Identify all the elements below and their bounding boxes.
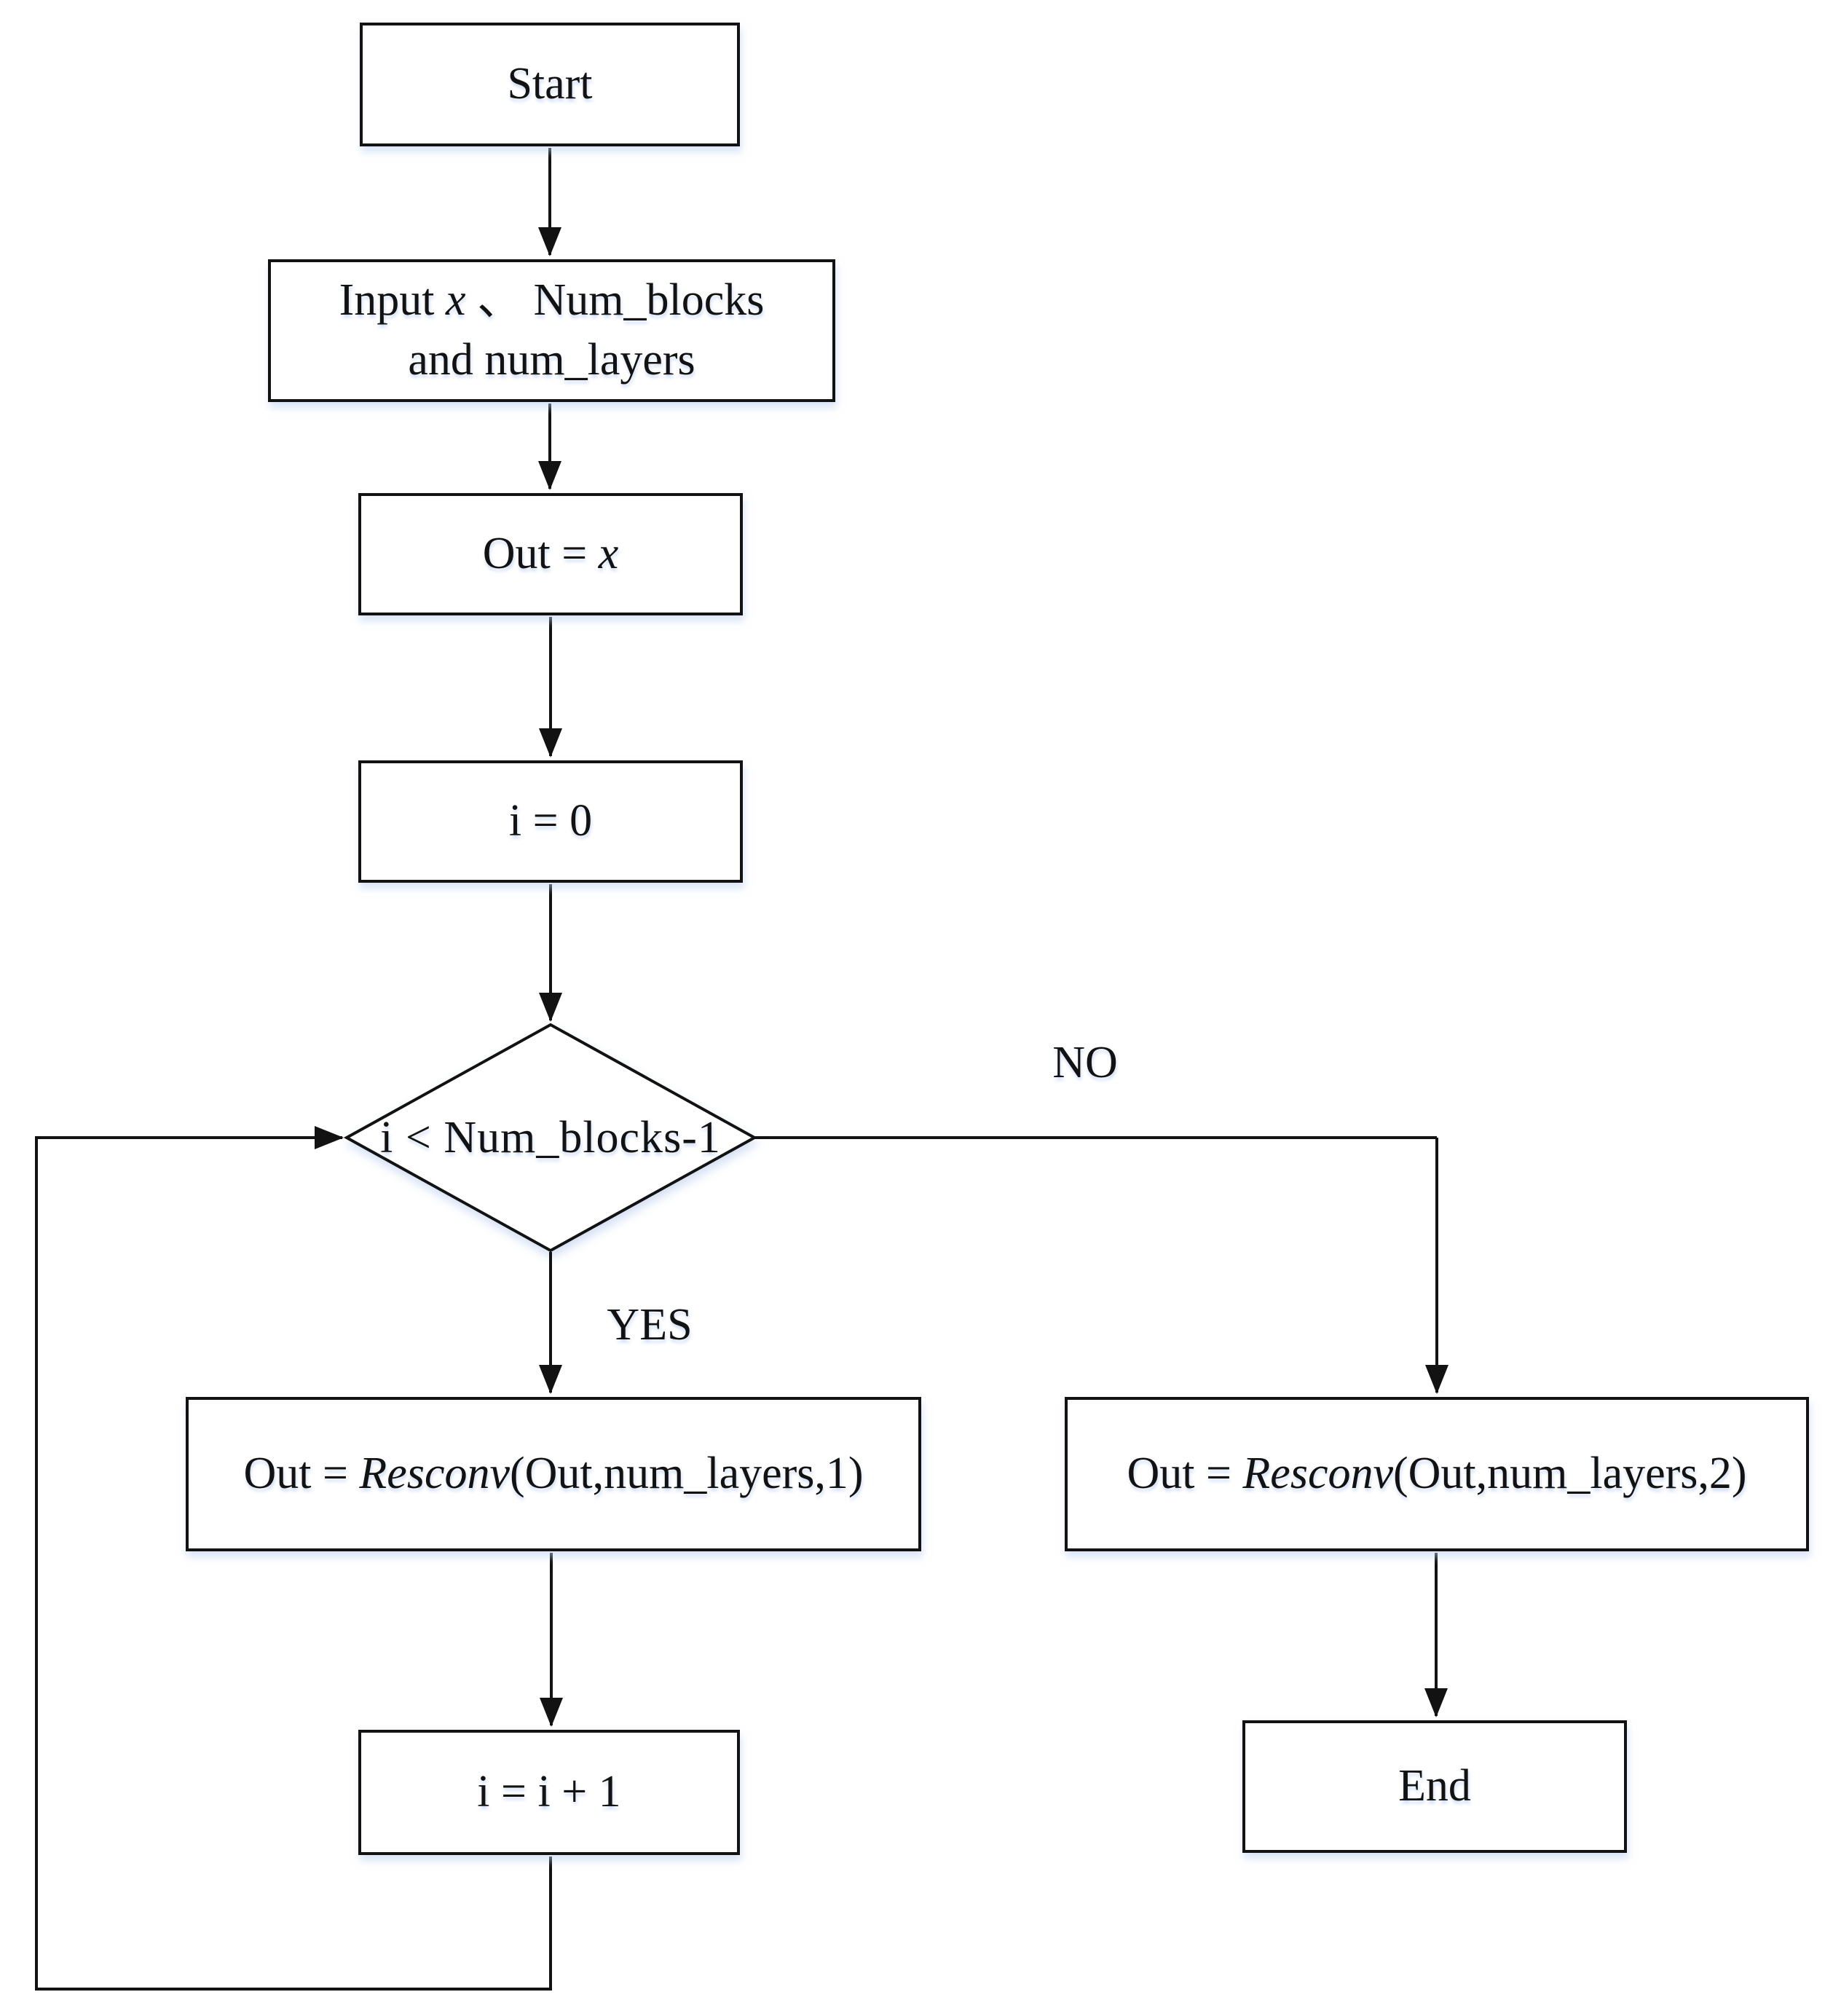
node-resconv-2-function: Resconv [1242,1449,1393,1499]
node-resconv-2: Out = Resconv(Out,num_layers,2) [1065,1397,1809,1551]
node-resconv-1-label: Out = Resconv(Out,num_layers,1) [243,1444,863,1504]
node-resconv-2-args: (Out,num_layers,2) [1392,1449,1747,1499]
node-out-x-variable: x [598,529,619,579]
node-end: End [1242,1720,1627,1853]
node-input: Input x 、 Num_blocks and num_layers [268,259,835,402]
node-end-label: End [1398,1761,1471,1811]
node-i-zero-label: i = 0 [508,796,593,846]
node-start: Start [360,23,740,146]
node-resconv-1-args: (Out,num_layers,1) [509,1449,864,1499]
decision-diamond-shape [343,1023,758,1253]
node-increment-label: i = i + 1 [477,1767,621,1817]
edge-label-no: NO [1052,1038,1118,1087]
node-out-x-label: Out = x [483,524,619,584]
node-increment: i = i + 1 [358,1730,740,1855]
edge-label-yes: YES [607,1300,693,1350]
node-input-label: Input x 、 Num_blocks and num_layers [339,271,765,390]
node-input-text-suffix: 、 Num_blocks [465,275,765,326]
node-i-zero: i = 0 [358,760,743,883]
node-input-line2: and num_layers [408,335,695,385]
node-resconv-1-function: Resconv [359,1449,510,1499]
node-start-label: Start [507,59,593,109]
decision-label: i < Num_blocks-1 [380,1112,721,1162]
edge-loop-back-to-decision [35,1126,552,1991]
node-out-x-prefix: Out = [482,529,599,579]
node-resconv-1: Out = Resconv(Out,num_layers,1) [186,1397,921,1551]
node-resconv-2-label: Out = Resconv(Out,num_layers,2) [1127,1444,1746,1504]
node-resconv-1-prefix: Out = [243,1449,360,1499]
node-input-variable: x [445,275,466,326]
node-input-text-prefix: Input [339,275,446,326]
node-out-x: Out = x [358,493,743,615]
node-resconv-2-prefix: Out = [1127,1449,1243,1499]
